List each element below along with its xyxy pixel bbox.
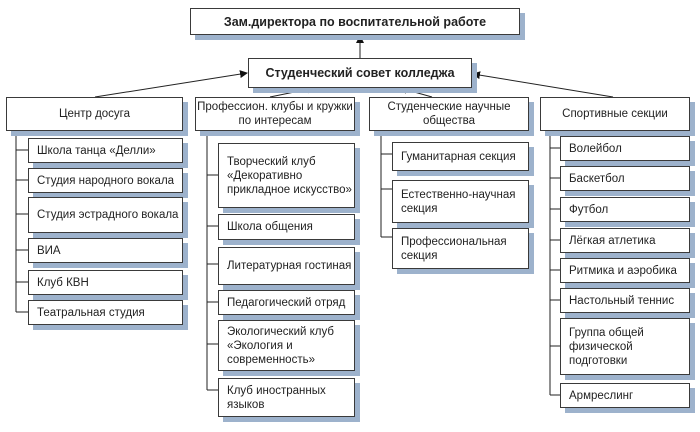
list-item: Литературная гостиная bbox=[218, 247, 355, 285]
item-label: ВИА bbox=[37, 244, 61, 257]
list-item: Волейбол bbox=[560, 136, 690, 161]
item-label: Студия эстрадного вокала bbox=[37, 209, 179, 221]
item-label: Литературная гостиная bbox=[227, 260, 352, 272]
item-label: Школа танца «Делли» bbox=[37, 144, 156, 157]
item-label: Гуманитарная секция bbox=[401, 150, 516, 163]
arrow-col3-to-council bbox=[399, 86, 433, 98]
item-label: Группа общей физической подготовки bbox=[569, 326, 644, 367]
column-header-scientific-societies: Студенческие научные общества bbox=[369, 97, 529, 131]
list-item: Творческий клуб «Декоративно прикладное … bbox=[218, 143, 355, 208]
column-header-sports-sections: Спортивные секции bbox=[540, 97, 690, 131]
item-label: Клуб иностранных языков bbox=[227, 384, 326, 411]
item-label: Школа общения bbox=[227, 221, 313, 233]
list-item: Армреслинг bbox=[560, 383, 690, 408]
list-item: Школа танца «Делли» bbox=[28, 138, 183, 163]
item-label: Лёгкая атлетика bbox=[569, 234, 656, 247]
arrow-col4-to-council bbox=[472, 71, 614, 98]
item-label: Студия народного вокала bbox=[37, 174, 175, 187]
list-item: Экологический клуб «Экология и современн… bbox=[218, 320, 355, 371]
list-item: Лёгкая атлетика bbox=[560, 228, 690, 253]
list-item: Футбол bbox=[560, 197, 690, 222]
item-label: Баскетбол bbox=[569, 172, 625, 185]
list-item: Школа общения bbox=[218, 214, 355, 240]
item-label: Экологический клуб «Экология и современн… bbox=[227, 325, 334, 366]
column-header-professional-clubs: Профессион. клубы и кружки по интересам bbox=[195, 97, 355, 131]
item-label: Театральная студия bbox=[37, 306, 145, 319]
arrow-col2-to-council bbox=[269, 85, 315, 98]
arrow-col1-to-council bbox=[94, 70, 248, 98]
item-label: Настольный теннис bbox=[569, 294, 675, 307]
column-title: Спортивные секции bbox=[562, 108, 668, 120]
student-council-box: Студенческий совет колледжа bbox=[248, 58, 472, 88]
list-item: Студия народного вокала bbox=[28, 168, 183, 193]
item-label: Профессиональная секция bbox=[401, 235, 507, 262]
list-item: Клуб иностранных языков bbox=[218, 378, 355, 417]
list-item: Настольный теннис bbox=[560, 288, 690, 313]
item-label: Естественно-научная секция bbox=[401, 188, 516, 215]
list-item: Клуб КВН bbox=[28, 270, 183, 295]
deputy-director-box: Зам.директора по воспитательной работе bbox=[190, 8, 520, 35]
column-title: Центр досуга bbox=[58, 108, 131, 120]
list-item: Гуманитарная секция bbox=[392, 142, 529, 171]
list-item: ВИА bbox=[28, 238, 183, 263]
list-item: Группа общей физической подготовки bbox=[560, 318, 690, 375]
item-label: Клуб КВН bbox=[37, 276, 89, 289]
item-label: Творческий клуб «Декоративно прикладное … bbox=[227, 155, 352, 196]
item-label: Ритмика и аэробика bbox=[569, 264, 677, 277]
column-title: Студенческие научные общества bbox=[387, 101, 511, 127]
list-item: Баскетбол bbox=[560, 166, 690, 191]
item-label: Волейбол bbox=[569, 142, 622, 155]
student-council-label: Студенческий совет колледжа bbox=[265, 66, 455, 80]
list-item: Ритмика и аэробика bbox=[560, 258, 690, 283]
list-item: Театральная студия bbox=[28, 300, 183, 325]
list-item: Профессиональная секция bbox=[392, 228, 529, 269]
list-item: Студия эстрадного вокала bbox=[28, 197, 183, 233]
list-item: Естественно-научная секция bbox=[392, 180, 529, 223]
item-label: Армреслинг bbox=[569, 389, 634, 402]
list-item: Педагогический отряд bbox=[218, 290, 355, 315]
item-label: Футбол bbox=[569, 203, 609, 216]
item-label: Педагогический отряд bbox=[227, 296, 346, 309]
column-header-leisure-center: Центр досуга bbox=[6, 97, 183, 131]
column-title: Профессион. клубы и кружки по интересам bbox=[197, 101, 353, 127]
deputy-director-label: Зам.директора по воспитательной работе bbox=[223, 14, 487, 29]
